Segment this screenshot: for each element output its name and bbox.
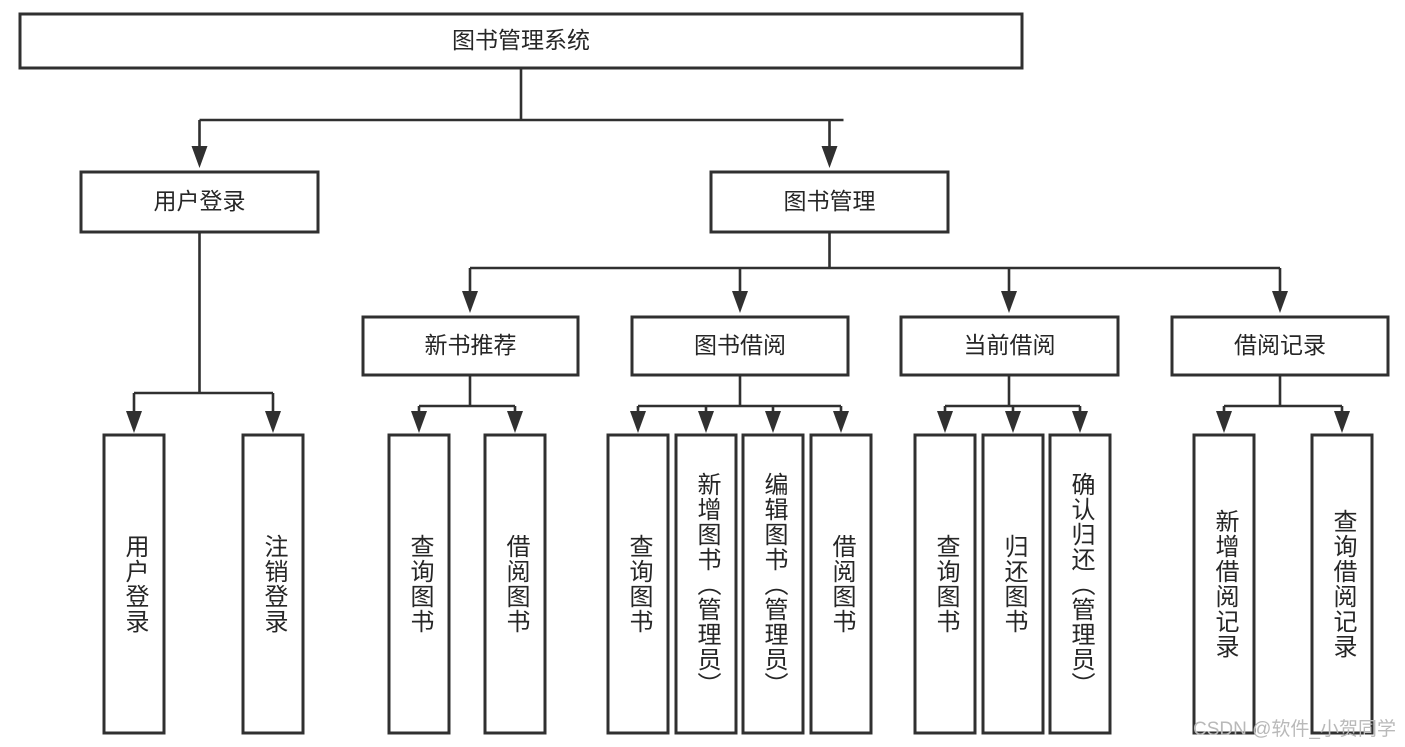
node-label: 用户登录 — [154, 188, 246, 214]
node-leaf-return-book[interactable] — [981, 433, 1045, 735]
node-label: 当前借阅 — [964, 332, 1056, 358]
arrow-head-icon — [411, 411, 427, 433]
node-box[interactable] — [674, 433, 738, 735]
node-book-management[interactable]: 图书管理 — [709, 170, 950, 234]
node-box[interactable] — [899, 315, 1120, 377]
node-box[interactable] — [630, 315, 850, 377]
node-leaf-query-book-recommend[interactable] — [387, 433, 451, 735]
arrow-head-icon — [630, 411, 646, 433]
node-box[interactable] — [709, 170, 950, 234]
arrow-head-icon — [698, 411, 714, 433]
connector-line — [468, 266, 1282, 292]
connector-line — [198, 118, 844, 148]
node-box[interactable] — [1048, 433, 1112, 735]
node-label: 图书管理 — [784, 188, 876, 214]
node-box[interactable] — [981, 433, 1045, 735]
node-label: 图书管理系统 — [452, 27, 590, 53]
arrow-head-icon — [462, 291, 478, 313]
node-box[interactable] — [1170, 315, 1390, 377]
arrow-head-icon — [765, 411, 781, 433]
node-leaf-query-book-current[interactable] — [913, 433, 977, 735]
connector-line — [636, 404, 843, 414]
node-leaf-edit-book-admin[interactable] — [741, 433, 805, 735]
node-box[interactable] — [913, 433, 977, 735]
node-box[interactable] — [387, 433, 451, 735]
node-leaf-borrow-book-recommend[interactable] — [483, 433, 547, 735]
node-box[interactable] — [18, 12, 1024, 70]
connector-line — [417, 404, 517, 414]
arrow-head-icon — [1334, 411, 1350, 433]
arrow-head-icon — [265, 411, 281, 433]
node-box[interactable] — [741, 433, 805, 735]
node-box[interactable] — [483, 433, 547, 735]
connector-line — [132, 391, 275, 411]
node-box[interactable] — [1192, 433, 1256, 735]
node-leaf-query-book-borrow[interactable] — [606, 433, 670, 735]
node-box[interactable] — [361, 315, 580, 377]
node-box[interactable] — [606, 433, 670, 735]
node-label: 新书推荐 — [425, 332, 517, 358]
arrow-head-icon — [507, 411, 523, 433]
node-box[interactable] — [809, 433, 873, 735]
node-root[interactable]: 图书管理系统 — [18, 12, 1024, 70]
node-box[interactable] — [79, 170, 320, 234]
arrow-head-icon — [937, 411, 953, 433]
node-label: 借阅记录 — [1234, 332, 1326, 358]
arrow-head-icon — [1005, 411, 1021, 433]
arrow-head-icon — [1216, 411, 1232, 433]
arrow-head-icon — [833, 411, 849, 433]
node-leaf-borrow-book[interactable] — [809, 433, 873, 735]
node-leaf-logout[interactable] — [241, 433, 305, 735]
node-leaf-query-borrow-record[interactable] — [1310, 433, 1374, 735]
connector-layer — [132, 68, 1344, 414]
node-user-login[interactable]: 用户登录 — [79, 170, 320, 234]
node-box[interactable] — [1310, 433, 1374, 735]
arrow-head-icon — [1072, 411, 1088, 433]
arrowhead-layer — [126, 146, 1350, 433]
node-book-borrow[interactable]: 图书借阅 — [630, 315, 850, 377]
node-leaf-confirm-return-admin[interactable] — [1048, 433, 1112, 735]
connector-line — [1222, 404, 1344, 414]
arrow-head-icon — [821, 146, 838, 168]
node-leaf-add-borrow-record[interactable] — [1192, 433, 1256, 735]
node-current-borrow[interactable]: 当前借阅 — [899, 315, 1120, 377]
node-borrow-records[interactable]: 借阅记录 — [1170, 315, 1390, 377]
arrow-head-icon — [732, 291, 748, 313]
node-box[interactable] — [241, 433, 305, 735]
node-leaf-add-book-admin[interactable] — [674, 433, 738, 735]
node-label: 图书借阅 — [694, 332, 786, 358]
node-new-book-recommend[interactable]: 新书推荐 — [361, 315, 580, 377]
arrow-head-icon — [1272, 291, 1288, 313]
arrow-head-icon — [191, 146, 208, 168]
node-leaf-user-login[interactable] — [102, 433, 166, 735]
arrow-head-icon — [126, 411, 142, 433]
connector-line — [943, 404, 1082, 414]
arrow-head-icon — [1001, 291, 1017, 313]
node-box[interactable] — [102, 433, 166, 735]
